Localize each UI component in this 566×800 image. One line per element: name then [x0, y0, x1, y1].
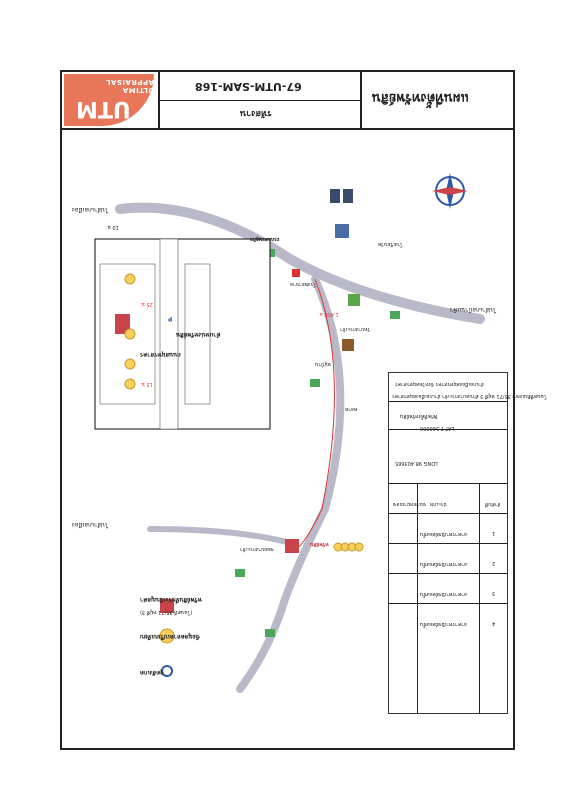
label-top-left-road: ไปอำเภอเมือง [72, 206, 108, 213]
inset-parking: P [168, 315, 173, 322]
table-row-4-no: 4 [492, 620, 496, 626]
header-col-divider-2 [360, 70, 362, 128]
legend-subject-note: (โฉนดที่ 35/71 หมู่ที่ 3) [140, 609, 193, 615]
road-top [115, 202, 485, 324]
legend-pin-marker [161, 665, 173, 677]
table-line-5 [389, 543, 507, 544]
label-bottom-left-road: ไปอำเภอเมือง [72, 521, 108, 528]
table-row-1-type: อาคารพาณิชย์สองชั้น [420, 531, 468, 537]
table-district: อำเภอเมืองสมุทรสาคร จังหวัดสมุทรสาคร [395, 381, 485, 387]
village-icon-2 [310, 379, 320, 387]
table-col-sides: ขนาดหมายเลข [393, 501, 427, 507]
legend-comp-label: ข้อมูลตลาดเปรียบเทียบ [140, 633, 200, 640]
label-subject: ทรัพย์สิน [310, 541, 329, 547]
table-row-3-type: อาคารพาณิชย์สองชั้น [420, 591, 468, 597]
table-land-label: โฉนดที่ดินเลขที่ 35/71 หมู่ที่ 3 ตำบลบาง… [392, 393, 547, 399]
label-market: ตลาด [345, 406, 358, 412]
table-row-2-type: อาคารพาณิชย์สองชั้น [420, 561, 468, 567]
table-row-4-type: อาคารพาณิชย์สองชั้น [420, 621, 468, 627]
table-row-3-no: 3 [492, 590, 496, 596]
table-line-2 [389, 429, 507, 430]
inset-road [159, 238, 179, 430]
table-line-3 [389, 483, 507, 484]
label-distance-1: 1,450 ม. [318, 311, 339, 317]
info-table [388, 372, 508, 714]
inset-comp-3 [124, 358, 136, 370]
label-top-right-road: ไปอำเภอบ้านแพ้ว [450, 306, 496, 313]
label-school: โรงเรียนวัด [378, 241, 403, 247]
table-line-7 [389, 603, 507, 604]
village-icon-5 [265, 629, 275, 637]
village-icon-3 [390, 311, 400, 319]
header-row-divider [160, 100, 360, 101]
label-hospital: โรงพยาบาล [290, 281, 316, 287]
label-distance-2: 10 ม. [106, 224, 119, 230]
document-frame [60, 70, 515, 750]
location-map [94, 173, 485, 693]
inset-comp-4 [124, 378, 136, 390]
route-red [291, 278, 335, 550]
inset-dist-a: 25 ม. [140, 301, 153, 307]
legend-comp-marker [159, 628, 175, 644]
table-col-no: ลำดับที่ [485, 501, 501, 507]
table-line-4 [389, 513, 507, 514]
header-divider [60, 128, 515, 130]
table-col-line-1 [417, 483, 418, 713]
table-line-6 [389, 573, 507, 574]
legend-subject-marker [160, 599, 174, 613]
job-code: 67-UTM-SAM-168 [195, 80, 302, 93]
inset-comp-1 [124, 273, 136, 285]
table-col-type: ประเภท [430, 501, 447, 507]
header-col-divider-1 [158, 70, 160, 128]
road-branch [147, 526, 298, 547]
job-label: รหัสงาน [240, 108, 272, 118]
legend-poi-label: จุดสังเกต [140, 669, 164, 676]
school-icon [348, 294, 360, 306]
table-long: LONG 98.403665 [395, 460, 438, 466]
road-main [236, 275, 345, 693]
inset-title: ตำแหน่งทรัพย์สิน [176, 331, 221, 338]
hospital-icon [292, 269, 300, 277]
label-village: หมู่บ้าน [315, 361, 331, 367]
temple-icon [342, 339, 354, 351]
inset-road-name: ถนนสมุทรสาคร [140, 351, 181, 358]
inset-subject-lot [115, 314, 130, 334]
comparable-4 [354, 542, 364, 552]
building-icon-1 [330, 189, 340, 203]
logo-main-text: UTM [76, 96, 131, 121]
inset-comp-2 [124, 328, 136, 340]
village-icon-4 [235, 569, 245, 577]
inset-dist-b: 15 ม. [140, 381, 153, 387]
label-temple: วัดบางกระเจ้า [340, 326, 371, 332]
logo-sub-text: ULTIMA APPRAISAL [105, 78, 154, 94]
table-coord-header: พิกัดที่ตั้งทรัพย์สิน [400, 413, 438, 419]
table-row-1-no: 1 [492, 530, 496, 536]
legend-subject-label: ทรัพย์สินที่ประเมินมูลค่า [140, 596, 202, 603]
table-line-1 [389, 401, 507, 402]
inset-lots-right [184, 263, 211, 405]
table-col-line-2 [479, 483, 480, 713]
page-title: แผนที่ตั้งทรัพย์สิน [372, 90, 469, 105]
market-icon [335, 224, 349, 238]
table-lat: LAT 7.566000 [420, 425, 455, 431]
building-icon-2 [343, 189, 353, 203]
subject-marker [285, 539, 299, 553]
label-sub-road: ซอยบางกระเจ้า [240, 546, 274, 552]
table-row-2-no: 2 [492, 560, 496, 566]
label-main-road: ถนนเศรษฐกิจ [250, 236, 280, 242]
